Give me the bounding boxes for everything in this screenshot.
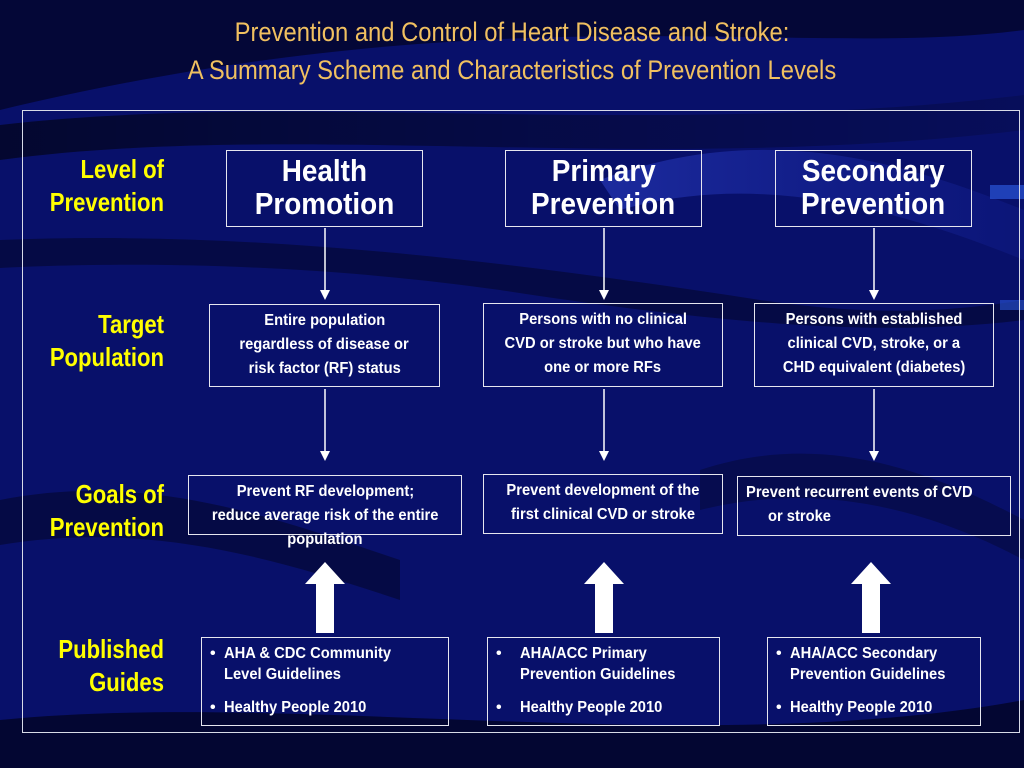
guide-item: Healthy People 2010 (776, 697, 974, 718)
guide-item: Healthy People 2010 (496, 697, 713, 718)
title-line-1: Prevention and Control of Heart Disease … (234, 17, 790, 47)
down-arrow-icon (869, 389, 879, 461)
title-line-2: A Summary Scheme and Characteristics of … (187, 55, 837, 85)
down-arrow-icon (599, 389, 609, 461)
up-block-arrow-icon (305, 562, 345, 633)
goal-box-secondary-prevention: Prevent recurrent events of CVD or strok… (737, 476, 1011, 536)
goal-box-health-promotion: Prevent RF development;reduce average ri… (188, 475, 462, 548)
guide-item: Healthy People 2010 (210, 697, 442, 718)
down-arrow-icon (869, 228, 879, 300)
diagram-frame (22, 110, 1020, 733)
down-arrow-icon (599, 228, 609, 300)
down-arrow-icon (320, 228, 330, 300)
up-block-arrow-icon (584, 562, 624, 633)
down-arrow-icon (320, 389, 330, 461)
up-block-arrow-icon (851, 562, 891, 633)
